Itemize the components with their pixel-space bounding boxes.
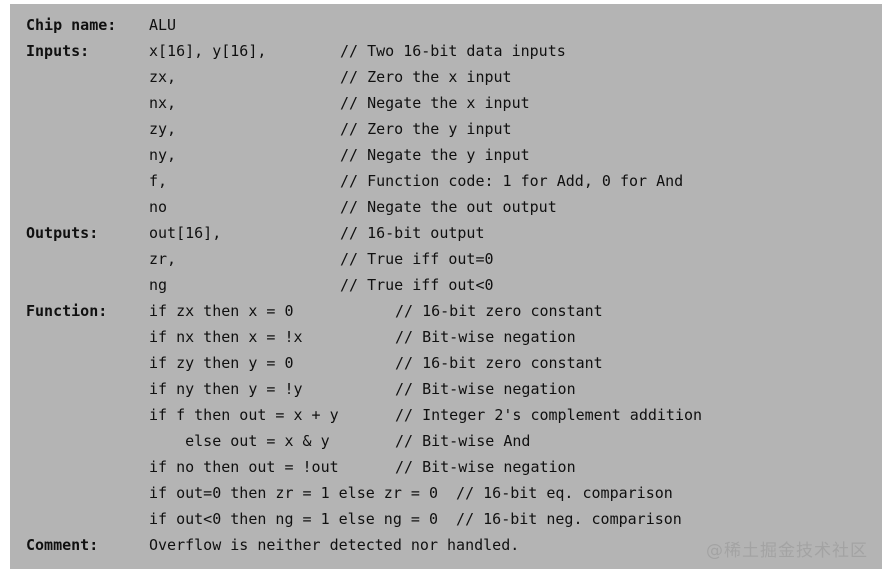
spec-line: no // Negate the out output bbox=[10, 194, 882, 220]
chip-spec-panel: Chip name: ALU Inputs: x[16], y[16], // Two … bbox=[10, 4, 882, 569]
spec-line-code: ng bbox=[149, 276, 168, 294]
spec-line: if nx then x = !x // Bit-wise negation bbox=[10, 324, 882, 350]
spec-line-comment: // Zero the x input bbox=[340, 68, 512, 86]
spec-line-code: if nx then x = !x bbox=[149, 328, 303, 346]
spec-lines-container: Chip name: ALU Inputs: x[16], y[16], // Two … bbox=[10, 12, 882, 558]
spec-line: if f then out = x + y // Integer 2's comp… bbox=[10, 402, 882, 428]
spec-line: zr, // True iff out=0 bbox=[10, 246, 882, 272]
spec-line-code: x[16], y[16], bbox=[149, 42, 267, 60]
spec-line-comment: // Negate the out output bbox=[340, 198, 557, 216]
spec-line-code: zr, bbox=[149, 250, 177, 268]
spec-line-label: Outputs: bbox=[26, 224, 99, 242]
spec-line: Function: if zx then x = 0 // 16-bit zero … bbox=[10, 298, 882, 324]
spec-line: Comment: Overflow is neither detected nor… bbox=[10, 532, 882, 558]
spec-line-code: else out = x & y bbox=[149, 432, 330, 450]
spec-line-code: if out=0 then zr = 1 else zr = 0 // 16-b… bbox=[149, 484, 673, 502]
spec-line-comment: // Integer 2's complement addition bbox=[395, 406, 703, 424]
spec-line: zx, // Zero the x input bbox=[10, 64, 882, 90]
spec-line: Chip name: ALU bbox=[10, 12, 882, 38]
spec-line: if ny then y = !y // Bit-wise negation bbox=[10, 376, 882, 402]
spec-line: Outputs: out[16], // 16-bit output bbox=[10, 220, 882, 246]
spec-line-comment: // Two 16-bit data inputs bbox=[340, 42, 566, 60]
spec-line-code: if no then out = !out bbox=[149, 458, 339, 476]
spec-line-code: Overflow is neither detected nor handled… bbox=[149, 536, 520, 554]
spec-line-comment: // Bit-wise negation bbox=[395, 328, 576, 346]
spec-line-comment: // Bit-wise And bbox=[395, 432, 531, 450]
spec-line-comment: // Negate the y input bbox=[340, 146, 530, 164]
spec-line-code: nx, bbox=[149, 94, 177, 112]
spec-line-comment: // 16-bit zero constant bbox=[395, 354, 603, 372]
spec-line: if zy then y = 0 // 16-bit zero constant bbox=[10, 350, 882, 376]
spec-line: ny, // Negate the y input bbox=[10, 142, 882, 168]
spec-line-code: ny, bbox=[149, 146, 177, 164]
spec-line-code: zx, bbox=[149, 68, 177, 86]
spec-line-label: Inputs: bbox=[26, 42, 90, 60]
spec-line-code: no bbox=[149, 198, 168, 216]
spec-line-comment: // 16-bit output bbox=[340, 224, 485, 242]
spec-line-comment: // True iff out=0 bbox=[340, 250, 494, 268]
spec-line-code: out[16], bbox=[149, 224, 222, 242]
spec-line-code: if ny then y = !y bbox=[149, 380, 303, 398]
spec-line-label: Chip name: bbox=[26, 16, 117, 34]
spec-line-label: Comment: bbox=[26, 536, 99, 554]
spec-line: f, // Function code: 1 for Add, 0 for And bbox=[10, 168, 882, 194]
spec-line-label: Function: bbox=[26, 302, 108, 320]
spec-line-comment: // Negate the x input bbox=[340, 94, 530, 112]
spec-line-comment: // True iff out<0 bbox=[340, 276, 494, 294]
spec-line: if out<0 then ng = 1 else ng = 0 // 16-b… bbox=[10, 506, 882, 532]
spec-line-code: if zx then x = 0 bbox=[149, 302, 294, 320]
spec-line: Inputs: x[16], y[16], // Two 16-bit data i… bbox=[10, 38, 882, 64]
spec-line: if no then out = !out // Bit-wise negatio… bbox=[10, 454, 882, 480]
spec-line-code: ALU bbox=[149, 16, 177, 34]
watermark-label: @稀土掘金技术社区 bbox=[706, 541, 868, 561]
spec-line-comment: // 16-bit zero constant bbox=[395, 302, 603, 320]
spec-line-comment: // Bit-wise negation bbox=[395, 380, 576, 398]
spec-line-comment: // Zero the y input bbox=[340, 120, 512, 138]
spec-line-code: zy, bbox=[149, 120, 177, 138]
spec-line-code: if out<0 then ng = 1 else ng = 0 // 16-b… bbox=[149, 510, 682, 528]
spec-line-code: if zy then y = 0 bbox=[149, 354, 294, 372]
spec-line-code: f, bbox=[149, 172, 168, 190]
spec-line-comment: // Function code: 1 for Add, 0 for And bbox=[340, 172, 684, 190]
spec-line: else out = x & y // Bit-wise And bbox=[10, 428, 882, 454]
spec-line-comment: // Bit-wise negation bbox=[395, 458, 576, 476]
spec-line: ng // True iff out<0 bbox=[10, 272, 882, 298]
spec-line-code: if f then out = x + y bbox=[149, 406, 339, 424]
spec-line: if out=0 then zr = 1 else zr = 0 // 16-b… bbox=[10, 480, 882, 506]
spec-line: nx, // Negate the x input bbox=[10, 90, 882, 116]
spec-line: zy, // Zero the y input bbox=[10, 116, 882, 142]
